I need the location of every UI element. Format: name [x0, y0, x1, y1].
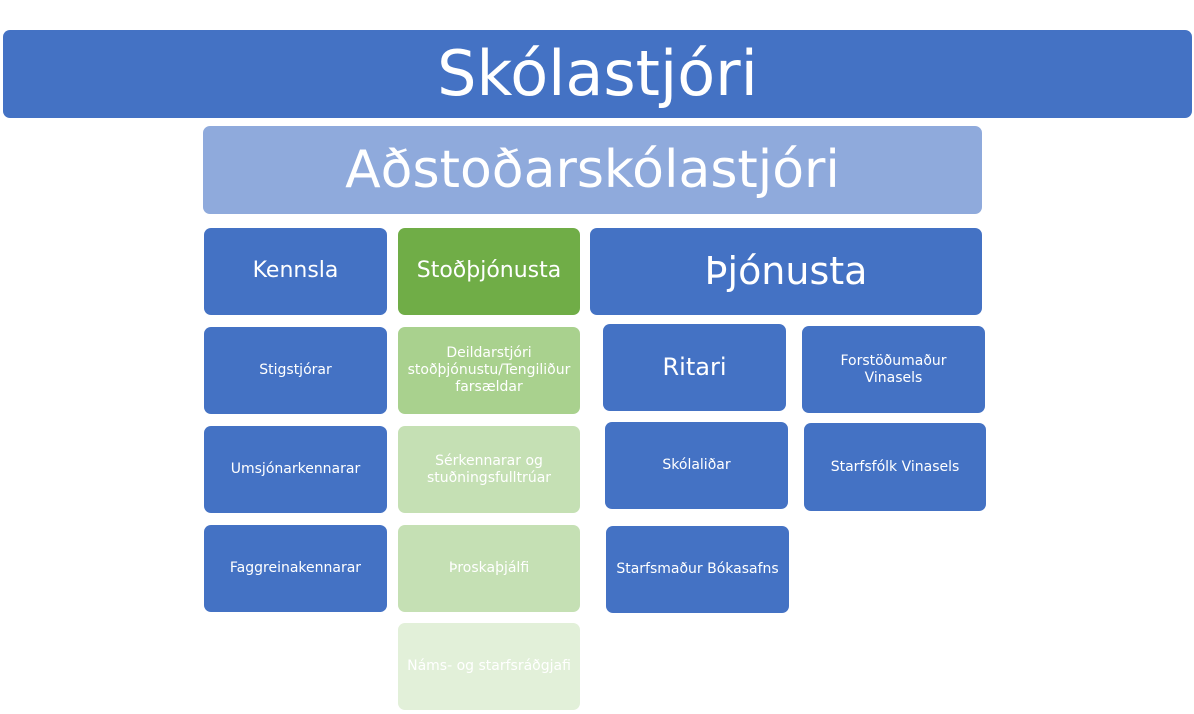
- teaching-item-homeroom-teachers: Umsjónarkennarar: [204, 426, 387, 513]
- services-item-afterschool-director: Forstöðumaður Vinasels: [802, 326, 985, 413]
- teaching-item-level-heads: Stigstjórar: [204, 327, 387, 414]
- support-item-career-counselor: Náms- og starfsráðgjafi: [398, 623, 580, 710]
- services-item-school-aides: Skólaliðar: [605, 422, 788, 509]
- support-item-special-ed: Sérkennarar og stuðningsfulltrúar: [398, 426, 580, 513]
- services-header: Þjónusta: [590, 228, 982, 315]
- support-services-header: Stoðþjónusta: [398, 228, 580, 315]
- support-item-department-head: Deildarstjóri stoðþjónustu/Tengiliður fa…: [398, 327, 580, 414]
- services-item-afterschool-staff: Starfsfólk Vinasels: [804, 423, 986, 511]
- services-item-librarian: Starfsmaður Bókasafns: [606, 526, 789, 613]
- deputy-principal-box: Aðstoðarskólastjóri: [203, 126, 982, 214]
- teaching-item-subject-teachers: Faggreinakennarar: [204, 525, 387, 612]
- support-item-developmental-therapist: Þroskaþjálfi: [398, 525, 580, 612]
- principal-box: Skólastjóri: [3, 30, 1192, 118]
- teaching-header: Kennsla: [204, 228, 387, 315]
- services-item-secretary: Ritari: [603, 324, 786, 411]
